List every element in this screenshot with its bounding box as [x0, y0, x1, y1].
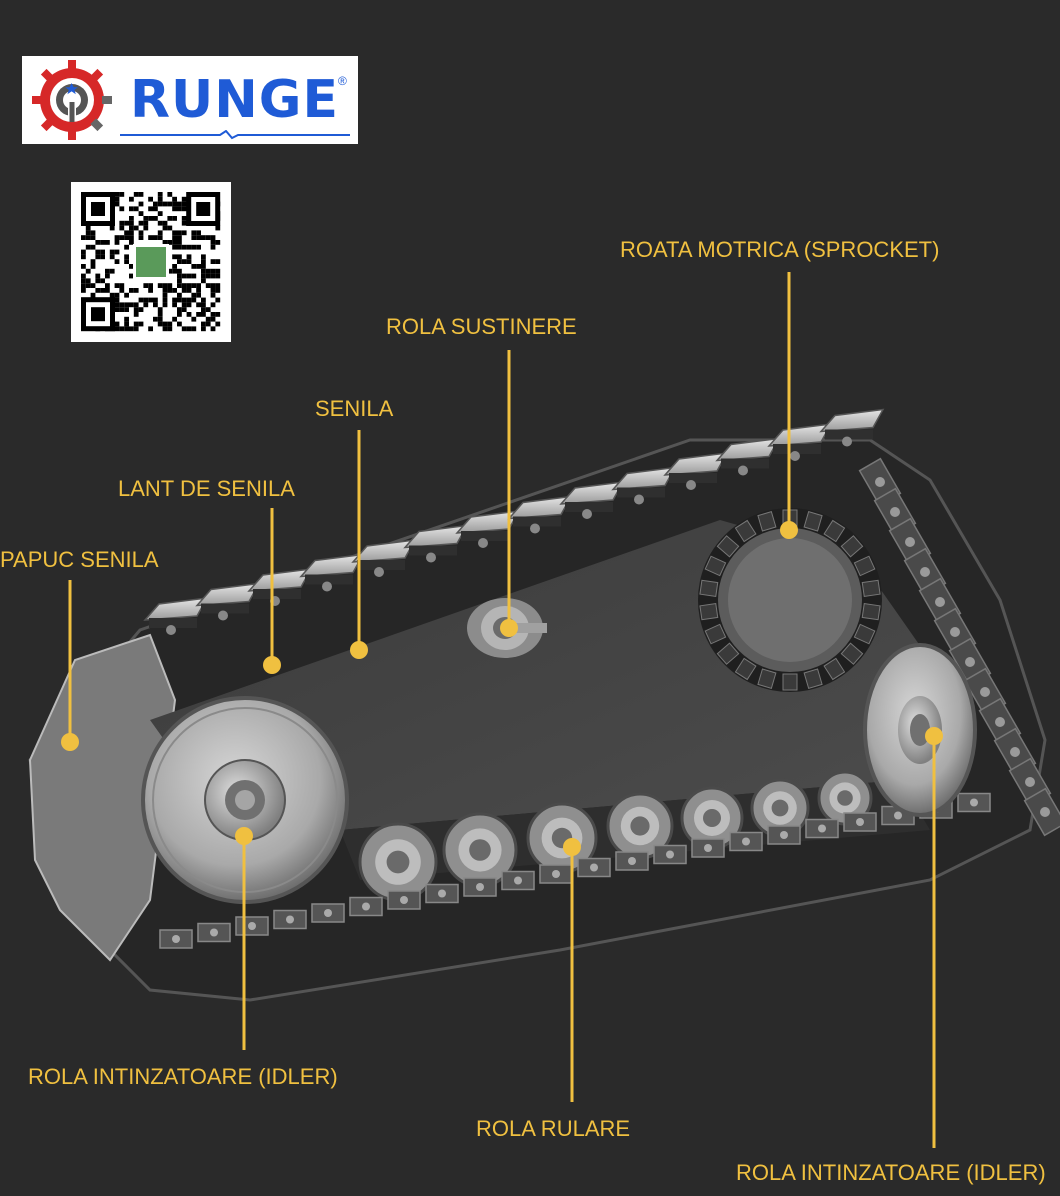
track-roller [358, 822, 438, 902]
track-rollers [358, 770, 873, 902]
leader-dots [61, 521, 943, 856]
track-roller [750, 778, 810, 838]
gear-wrench-logo-icon [32, 60, 112, 140]
track-shoe-side [28, 633, 177, 962]
registered-mark: ® [338, 74, 347, 88]
sprocket-wheel [698, 508, 882, 692]
track-chain-bottom [159, 792, 991, 949]
leader-lines [68, 272, 936, 1148]
qr-code [71, 182, 231, 342]
track-chain-right [858, 457, 1060, 837]
front-idler-wheel [141, 696, 349, 904]
brand-name: RUNGE [130, 70, 339, 130]
track-roller [680, 786, 744, 850]
track-shoes-top [143, 408, 885, 635]
label-front-idler: ROLA INTINZATOARE (IDLER) [28, 1064, 338, 1089]
label-track-chain: LANT DE SENILA [118, 476, 295, 501]
brand-logo: RUNGE ® [22, 56, 358, 144]
track-roller [606, 792, 674, 860]
qr-code-icon [81, 192, 221, 332]
label-track-roller: ROLA RULARE [476, 1116, 631, 1141]
label-carrier-roller: ROLA SUSTINERE [386, 314, 577, 339]
brand-underline [120, 130, 350, 140]
label-rear-idler: ROLA INTINZATOARE (IDLER) [736, 1160, 1046, 1185]
label-track: SENILA [315, 396, 394, 421]
label-track-shoe: PAPUC SENILA [0, 547, 159, 572]
rear-idler-wheel [863, 643, 977, 817]
label-sprocket: ROATA MOTRICA (SPROCKET) [620, 237, 940, 262]
